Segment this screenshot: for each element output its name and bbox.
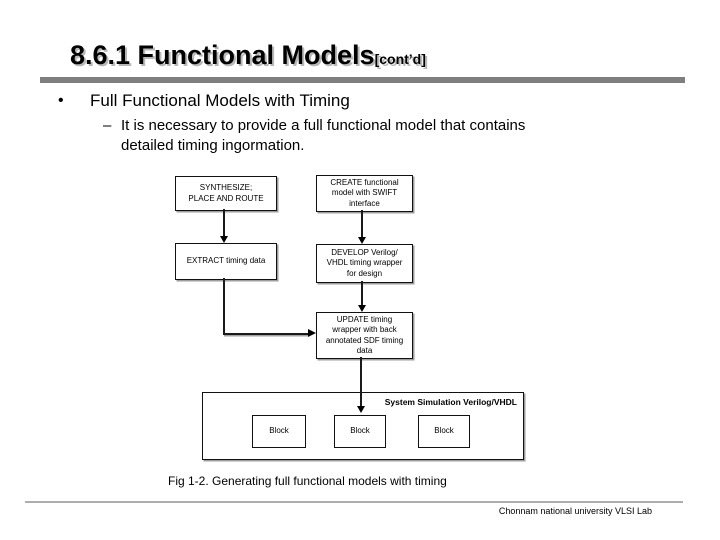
page-title: 8.6.1 Functional Models[cont’d]: [70, 40, 426, 71]
connector-extract-elbow-vertical-line: [223, 278, 225, 335]
flowchart-box-extract: EXTRACT timing data: [175, 243, 277, 280]
bullet-text: Full Functional Models with Timing: [90, 91, 350, 110]
flowchart-box-develop: DEVELOP Verilog/ VHDL timing wrapper for…: [316, 244, 413, 283]
connector-synthesize-to-extract-arrowhead-icon: [220, 236, 228, 243]
sub-bullet-dash: –: [103, 117, 112, 134]
sub-bullet-text: It is necessary to provide a full functi…: [121, 117, 526, 154]
sub-bullet-item: – It is necessary to provide a full func…: [103, 116, 525, 156]
page-title-text: 8.6.1 Functional Models: [70, 40, 375, 70]
connector-create-to-develop-line: [361, 210, 363, 237]
block-box-1: Block: [252, 415, 306, 448]
bullet-item: • Full Functional Models with Timing: [58, 90, 350, 112]
connector-synthesize-to-extract-line: [223, 209, 225, 236]
footer-text: Chonnam national university VLSI Lab: [498, 506, 652, 516]
flowchart-box-update: UPDATE timing wrapper with back annotate…: [316, 312, 413, 359]
connector-extract-to-update-arrowhead-icon: [308, 329, 316, 337]
page-title-suffix: [cont’d]: [374, 51, 426, 67]
flowchart-box-create: CREATE functional model with SWIFT inter…: [316, 175, 413, 212]
connector-update-to-block-line: [360, 357, 362, 406]
connector-extract-to-update-horizontal-line: [223, 333, 308, 335]
connector-develop-to-update-line: [361, 281, 363, 305]
title-divider: [40, 77, 685, 83]
figure-caption: Fig 1-2. Generating full functional mode…: [168, 474, 447, 488]
footer-divider: [25, 501, 683, 503]
flowchart-box-synthesize: SYNTHESIZE; PLACE AND ROUTE: [175, 176, 277, 211]
block-box-3: Block: [418, 415, 470, 448]
connector-update-to-block-arrowhead-icon: [357, 406, 365, 413]
connector-develop-to-update-arrowhead-icon: [358, 305, 366, 312]
bullet-marker: •: [58, 92, 64, 109]
connector-create-to-develop-arrowhead-icon: [358, 237, 366, 244]
block-box-2: Block: [334, 415, 386, 448]
system-simulation-label: System Simulation Verilog/VHDL: [384, 397, 517, 407]
